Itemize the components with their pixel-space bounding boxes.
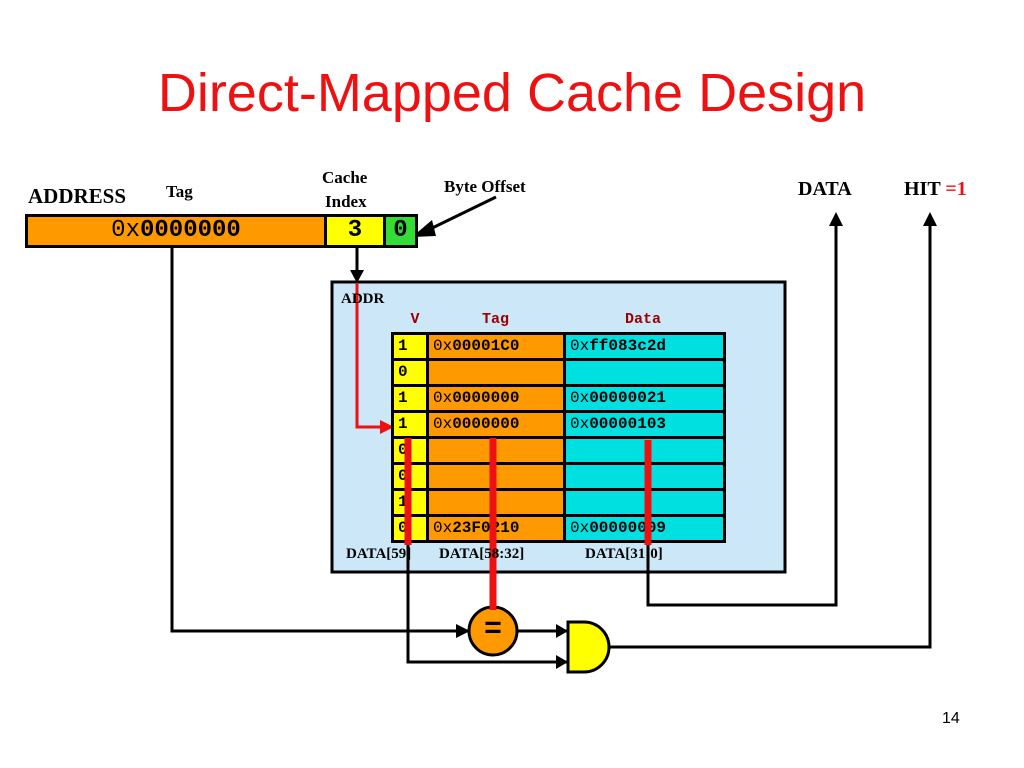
cache-row-7-data: 0x00000009: [563, 514, 726, 543]
cache-row-2-valid: 1: [391, 384, 429, 413]
offset-arrow-line: [423, 195, 497, 234]
data-tag-bits-label: DATA[58:32]: [439, 546, 525, 562]
comparator-arrowhead: [456, 624, 470, 638]
cache-row-0-data-prefix: 0x: [570, 337, 590, 355]
cache-row-2-valid-value: 1: [398, 389, 408, 407]
cache-addr-label: ADDR: [341, 291, 385, 307]
cache-row-6-tag: [426, 488, 566, 517]
cache-row-2-data-value: 00000021: [589, 389, 667, 407]
byte-offset-label: Byte Offset: [444, 177, 526, 196]
cache-header-tag: Tag: [481, 311, 509, 328]
cache-row-1-valid-value: 0: [398, 363, 408, 381]
cache-row-3-data-value: 00000103: [589, 415, 667, 433]
hit-output-label: HIT =1: [904, 178, 967, 201]
cache-index-label-line1: Cache: [322, 168, 368, 187]
tag-to-comparator-wire: [170, 247, 468, 633]
cache-row-2-data: 0x00000021: [563, 384, 726, 413]
cache-row-3-valid-value: 1: [398, 415, 408, 433]
address-index-field: 3: [324, 214, 386, 248]
data-bit-label: DATA[59]: [346, 546, 412, 562]
cache-row-6-data: [563, 488, 726, 517]
cache-row-4-data: [563, 436, 726, 465]
cache-row-7-tag: 0x23F0210: [426, 514, 566, 543]
cache-row-4-tag: [426, 436, 566, 465]
address-tag-value: 0000000: [139, 217, 241, 244]
cache-row-6-valid-value: 1: [398, 493, 408, 511]
cache-row-4-valid: 0: [391, 436, 429, 465]
data-word-bits-label: DATA[31:0]: [585, 546, 663, 562]
cache-row-1-tag: [426, 358, 566, 387]
and-bottom-arrowhead: [556, 655, 568, 669]
address-index-value: 3: [347, 217, 363, 244]
cache-row-1-valid: 0: [391, 358, 429, 387]
cache-index-label-line2: Index: [325, 192, 367, 211]
comparator-symbol: =: [484, 611, 502, 644]
and-top-arrowhead: [556, 624, 568, 638]
cache-row-1-data: [563, 358, 726, 387]
cache-row-0-tag: 0x00001C0: [426, 332, 566, 361]
cache-row-5-valid: 0: [391, 462, 429, 491]
address-tag-field: 0x0000000: [25, 214, 327, 248]
address-offset-field: 0: [383, 214, 418, 248]
cache-row-2-tag: 0x0000000: [426, 384, 566, 413]
cache-row-5-valid-value: 0: [398, 467, 408, 485]
cache-row-6-valid: 1: [391, 488, 429, 517]
cache-header-data: Data: [624, 311, 661, 328]
page-number: 14: [942, 710, 960, 727]
cache-row-7-valid-value: 0: [398, 519, 408, 537]
cache-row-3-tag-value: 0000000: [452, 415, 520, 433]
cache-row-7-tag-prefix: 0x: [433, 519, 453, 537]
hit-label: HIT: [904, 178, 941, 200]
address-label: ADDRESS: [28, 184, 127, 208]
cache-row-0-valid-value: 1: [398, 337, 408, 355]
cache-row-0-tag-value: 00001C0: [452, 337, 520, 355]
hit-out-wire: [606, 222, 932, 649]
cache-row-4-valid-value: 0: [398, 441, 408, 459]
data-out-wire: [646, 222, 838, 607]
cache-row-7-valid: 0: [391, 514, 429, 543]
hit-arrowhead: [923, 212, 937, 226]
cache-row-5-data: [563, 462, 726, 491]
cache-row-3-data-prefix: 0x: [570, 415, 590, 433]
cache-row-0-data: 0xff083c2d: [563, 332, 726, 361]
valid-to-and-wire: [406, 540, 568, 664]
data-output-label: DATA: [798, 178, 852, 200]
tag-field-label: Tag: [166, 182, 193, 201]
offset-arrowhead: [412, 220, 436, 237]
cache-row-3-data: 0x00000103: [563, 410, 726, 439]
cache-row-3-tag-prefix: 0x: [433, 415, 453, 433]
hit-value: =1: [945, 178, 967, 200]
cache-row-0-data-value: ff083c2d: [589, 337, 667, 355]
cache-row-0-valid: 1: [391, 332, 429, 361]
cache-header-v: V: [410, 311, 420, 328]
cache-row-7-tag-value: 23F0210: [452, 519, 520, 537]
index-select-wire: [355, 283, 388, 429]
cache-row-3-tag: 0x0000000: [426, 410, 566, 439]
cache-row-0-tag-prefix: 0x: [433, 337, 453, 355]
cache-row-7-data-prefix: 0x: [570, 519, 590, 537]
data-arrowhead: [829, 212, 843, 226]
cache-row-7-data-value: 00000009: [589, 519, 667, 537]
cache-row-3-valid: 1: [391, 410, 429, 439]
cache-row-2-data-prefix: 0x: [570, 389, 590, 407]
cache-row-5-tag: [426, 462, 566, 491]
slide-title: Direct-Mapped Cache Design: [157, 63, 867, 123]
address-tag-prefix: 0x: [111, 217, 140, 244]
cache-row-2-tag-prefix: 0x: [433, 389, 453, 407]
and-gate: [566, 620, 611, 674]
index-arrowhead: [350, 270, 364, 283]
cache-row-2-tag-value: 0000000: [452, 389, 520, 407]
address-offset-value: 0: [393, 217, 408, 244]
index-select-arrowhead: [380, 420, 394, 434]
